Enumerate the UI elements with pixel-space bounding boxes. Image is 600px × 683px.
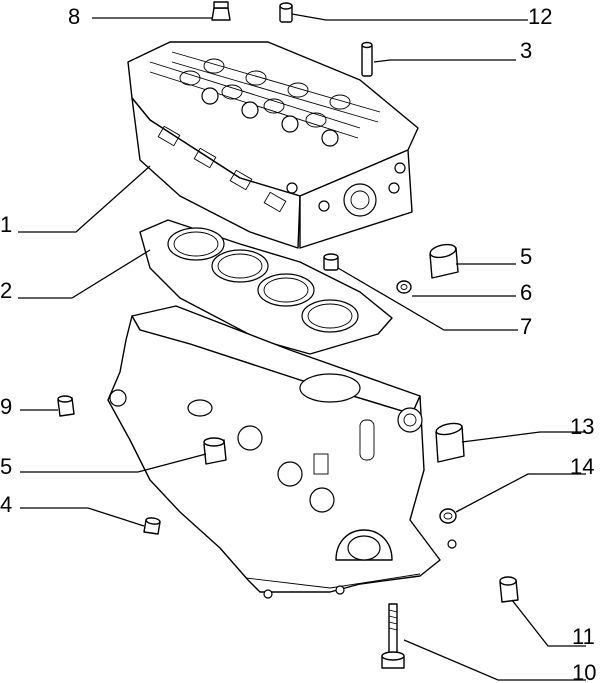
callout-4: 4 xyxy=(0,492,12,517)
engine-block xyxy=(107,305,457,599)
part-9-plug xyxy=(57,395,75,417)
callout-2: 2 xyxy=(0,278,12,303)
part-3-dowel xyxy=(361,41,373,77)
callout-6: 6 xyxy=(520,280,532,305)
callout-13: 13 xyxy=(570,414,594,439)
part-8-plug xyxy=(211,1,231,21)
cylinder-head xyxy=(127,41,419,249)
leader-lines xyxy=(18,13,586,681)
part-6-plug xyxy=(396,280,412,294)
callout-3: 3 xyxy=(520,38,532,63)
callout-8: 8 xyxy=(68,4,80,29)
callout-7: 7 xyxy=(520,314,532,339)
part-11-bushing xyxy=(499,576,519,603)
callout-1: 1 xyxy=(0,212,12,237)
part-5-seal-upper xyxy=(429,243,459,279)
callout-5-upper: 5 xyxy=(520,244,532,269)
callout-10: 10 xyxy=(572,660,596,683)
head-gasket xyxy=(139,219,393,355)
part-13-seal xyxy=(435,422,465,463)
callout-12: 12 xyxy=(528,4,552,29)
callout-14: 14 xyxy=(570,454,594,479)
callout-11: 11 xyxy=(572,624,595,649)
part-7-sleeve xyxy=(323,253,339,271)
callout-5-lower: 5 xyxy=(0,454,12,479)
part-14-plug xyxy=(439,508,457,524)
part-5-seal-lower xyxy=(203,437,227,465)
part-10-bolt xyxy=(381,603,405,669)
callout-labels: 8 12 3 1 2 5 6 7 9 5 13 14 4 11 10 xyxy=(0,4,596,683)
part-4-pin xyxy=(143,517,161,535)
part-12-bushing xyxy=(279,2,293,23)
callout-9: 9 xyxy=(0,394,12,419)
